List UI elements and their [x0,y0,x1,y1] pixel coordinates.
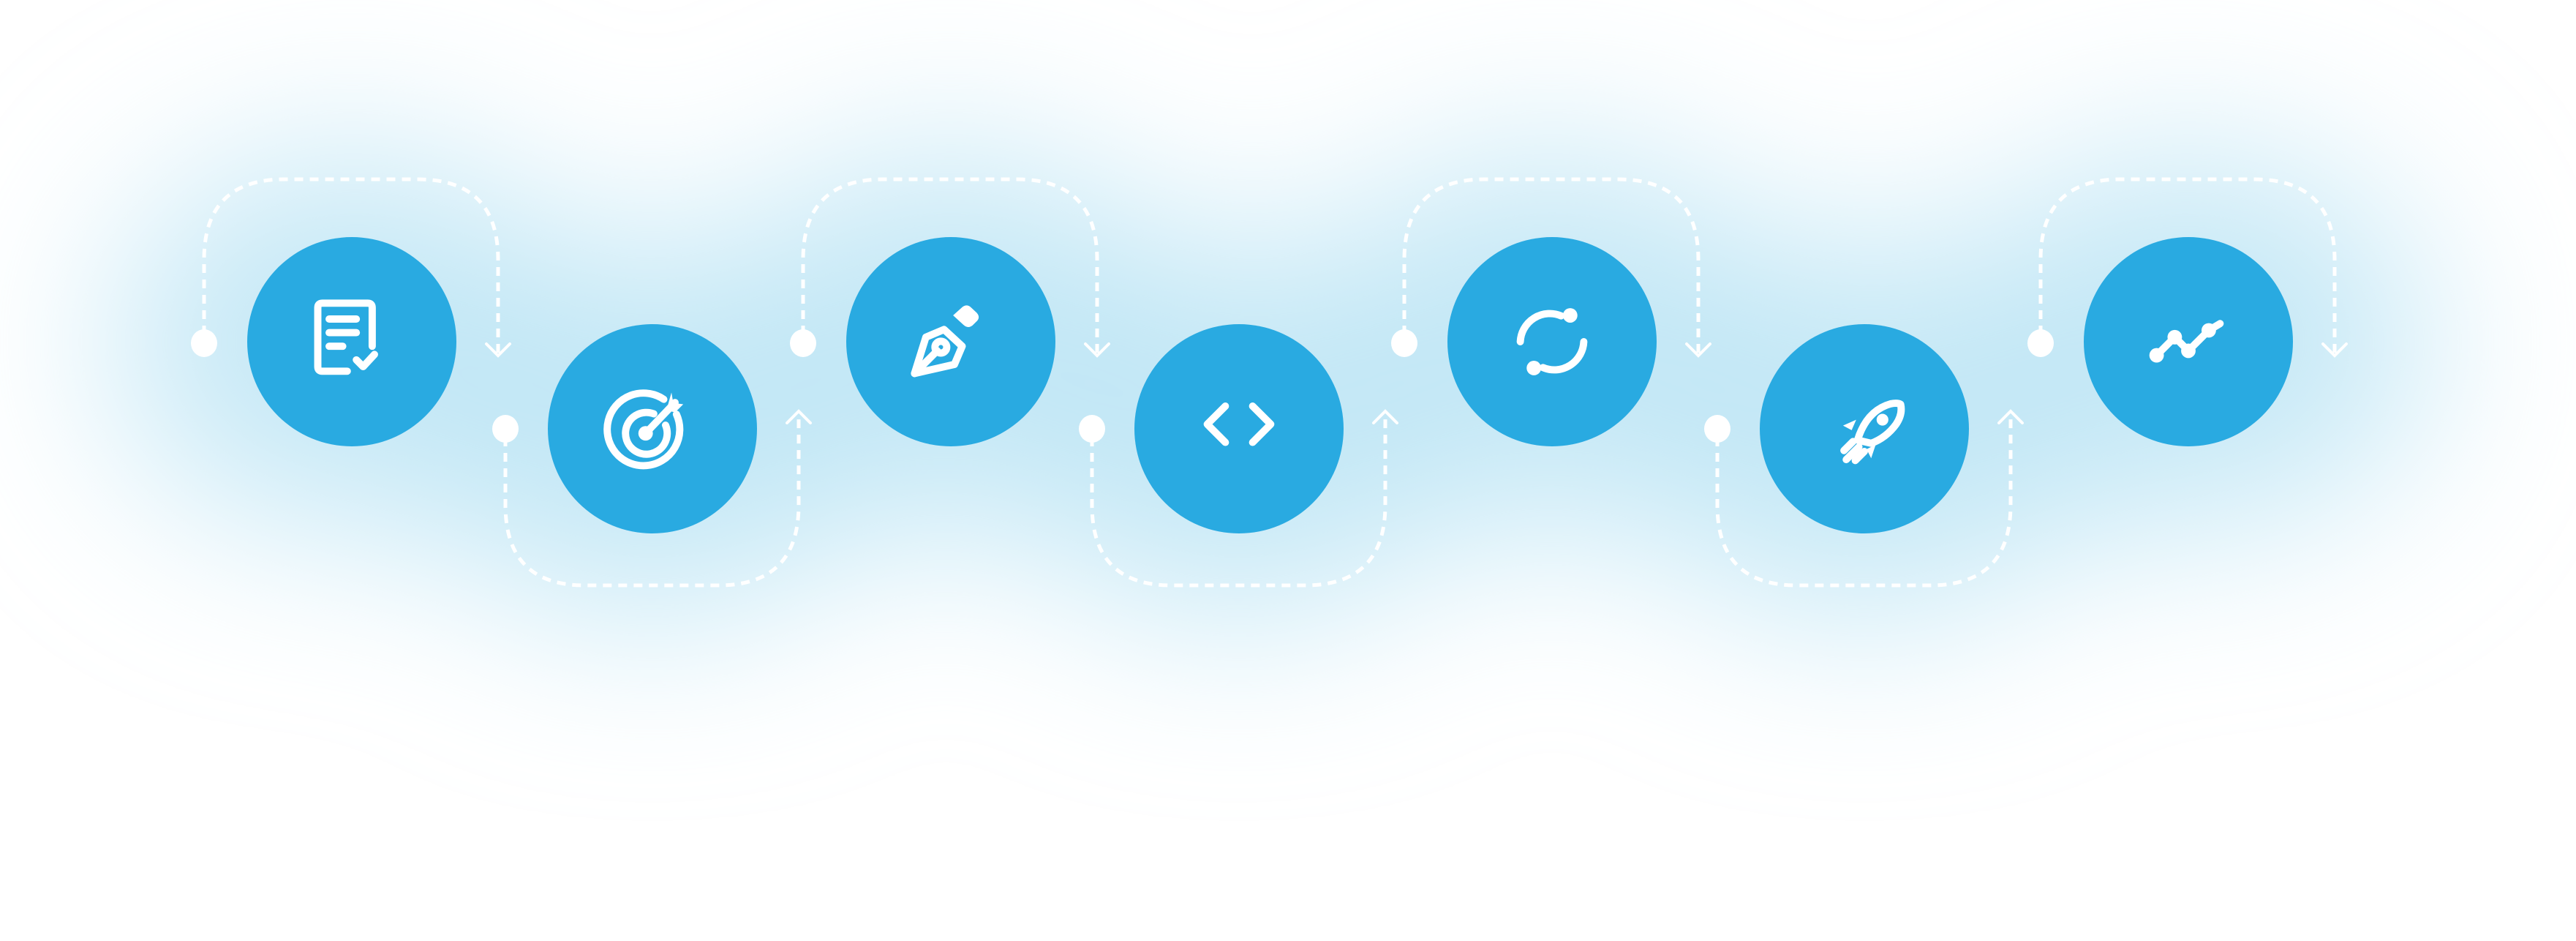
document-check-icon [314,299,378,375]
rocket-launch-icon [1840,400,1905,465]
step-circle [247,237,456,446]
connector-loop [1079,409,1398,588]
dashed-path [1402,177,1701,356]
arrow-up-icon [786,409,812,424]
step-4 [1134,324,1344,533]
code-brackets-icon [1203,402,1275,446]
step-6 [1760,324,1969,533]
step-5 [1447,237,1657,446]
connector-loop [2027,177,2348,358]
dashed-path [202,177,500,356]
arrow-up-icon [1997,409,2024,424]
dashed-path [801,177,1099,356]
start-dot [2027,329,2054,357]
growth-chart-icon [2149,320,2224,363]
start-dot [492,415,519,443]
step-1 [247,237,456,446]
dashed-path [503,411,801,588]
dashed-path [1715,411,2013,588]
connector-loop [492,409,812,588]
start-dot [1704,415,1730,443]
arrow-down-icon [485,342,511,358]
steps [247,237,2293,533]
step-3 [846,237,1055,446]
arrow-down-icon [1685,342,1711,358]
arrow-down-icon [2321,342,2348,358]
step-circle [1134,324,1344,533]
dashed-path [2038,177,2337,356]
connector-loop [1391,177,1711,358]
step-circle [846,237,1055,446]
arrow-down-icon [1084,342,1110,358]
start-dot [1079,415,1105,443]
connector-loop [191,177,511,358]
start-dot [790,329,816,357]
arrow-up-icon [1372,409,1398,424]
step-7 [2084,237,2293,446]
step-2 [548,324,757,533]
connectors [191,177,2348,588]
step-circle [1447,237,1657,446]
connector-loop [1704,409,2024,588]
target-arrow-icon [603,389,684,470]
dashed-path [1090,411,1387,588]
start-dot [1391,329,1417,357]
sync-refresh-icon [1516,308,1588,375]
pen-tool-icon [911,305,979,378]
step-circle [2084,237,2293,446]
start-dot [191,329,217,357]
connector-loop [790,177,1110,358]
